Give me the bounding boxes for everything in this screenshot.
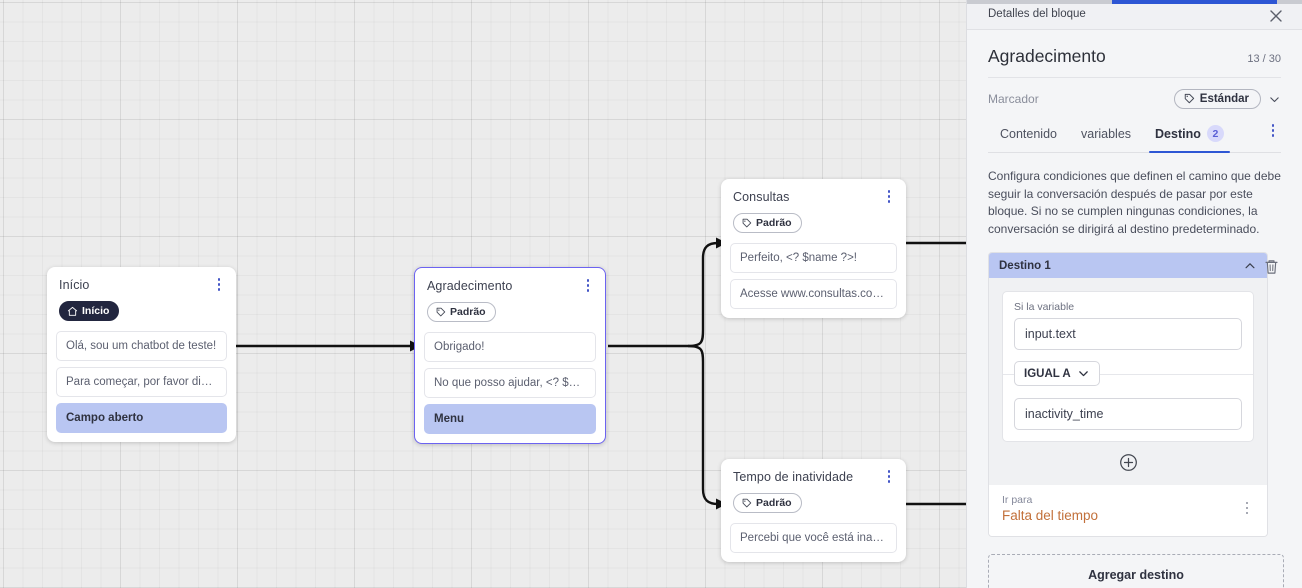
- character-count: 13 / 30: [1247, 53, 1281, 65]
- node-header: Consultas Padrão: [721, 179, 906, 243]
- node-header: Tempo de inatividade Padrão: [721, 459, 906, 523]
- chevron-up-icon[interactable]: [1243, 259, 1257, 273]
- node-menu-icon[interactable]: [581, 279, 595, 295]
- marker-label: Marcador: [988, 92, 1039, 106]
- marker-row: Marcador Estándar: [988, 78, 1281, 118]
- plus-circle-icon: [1119, 454, 1137, 471]
- kebab-menu-icon[interactable]: [1240, 501, 1254, 518]
- destination-card: Destino 1 Si la variable IGUAL A: [988, 252, 1268, 537]
- node-message[interactable]: No que posso ajudar, <? $name ...: [424, 367, 596, 398]
- node-menu-icon[interactable]: [882, 470, 896, 486]
- destination-card-header[interactable]: Destino 1: [989, 253, 1267, 278]
- condition-variable-label: Si la variable: [1014, 301, 1075, 313]
- block-title-row: Agradecimento 13 / 30: [988, 30, 1281, 78]
- flow-node-agradecimento[interactable]: Agradecimento Padrão Obrigado! No que po…: [414, 267, 606, 444]
- condition-operator-select[interactable]: IGUAL A: [1014, 361, 1100, 386]
- progress-bar-fill: [1112, 0, 1277, 4]
- home-icon: [67, 306, 78, 316]
- node-tag-badge: Padrão: [427, 302, 496, 322]
- panel-header: Detalles del bloque: [967, 4, 1302, 30]
- node-message[interactable]: Acesse www.consultas.com par...: [730, 278, 897, 309]
- flow-canvas[interactable]: Início Início Olá, sou um chatbot de tes…: [0, 0, 966, 588]
- flow-node-tempo-de-inatividade[interactable]: Tempo de inatividade Padrão Percebi que …: [721, 459, 906, 562]
- node-message[interactable]: Para começar, por favor digite o ...: [56, 366, 227, 397]
- node-messages: Percebi que você está inativo. C...: [721, 522, 906, 562]
- node-message[interactable]: Olá, sou um chatbot de teste!: [56, 330, 227, 361]
- node-tag-badge: Padrão: [733, 213, 802, 233]
- node-tag-badge: Início: [59, 301, 120, 321]
- flow-edges: [236, 237, 966, 510]
- condition-comparison-input[interactable]: [1014, 398, 1242, 430]
- destination-title: Destino 1: [999, 259, 1051, 272]
- node-message[interactable]: Percebi que você está inativo. C...: [730, 522, 897, 553]
- chevron-down-icon[interactable]: [1268, 93, 1281, 106]
- node-messages: Perfeito, <? $name ?>! Acesse www.consul…: [721, 242, 906, 318]
- progress-bar: [967, 0, 1302, 4]
- flow-node-inicio[interactable]: Início Início Olá, sou um chatbot de tes…: [47, 267, 236, 442]
- tag-icon: [742, 498, 752, 507]
- tab-label: variables: [1081, 126, 1132, 141]
- tab-label: Contenido: [1000, 126, 1057, 141]
- tag-icon: [436, 307, 446, 316]
- node-message-highlighted[interactable]: Menu: [424, 403, 596, 434]
- add-condition-button[interactable]: [989, 442, 1267, 485]
- node-title: Tempo de inatividade: [733, 470, 854, 484]
- goto-destination-row[interactable]: Ir para Falta del tiempo: [989, 485, 1267, 536]
- marker-value: Estándar: [1199, 93, 1249, 105]
- node-messages: Olá, sou um chatbot de teste! Para começ…: [47, 330, 236, 442]
- node-tag-label: Padrão: [756, 217, 792, 229]
- kebab-menu-icon[interactable]: [1265, 124, 1281, 142]
- panel-tabs: Contenido variables Destino 2: [988, 118, 1281, 153]
- block-details-panel: Detalles del bloque Agradecimento 13 / 3…: [966, 0, 1302, 588]
- node-message[interactable]: Perfeito, <? $name ?>!: [730, 242, 897, 273]
- goto-texts: Ir para Falta del tiempo: [1002, 494, 1098, 525]
- tab-badge-count: 2: [1206, 125, 1224, 142]
- block-name: Agradecimento: [988, 46, 1106, 66]
- tag-icon: [1184, 93, 1194, 104]
- tab-variables[interactable]: variables: [1069, 120, 1143, 151]
- tab-destino[interactable]: Destino 2: [1143, 118, 1236, 153]
- condition-operator-row: IGUAL A: [1003, 361, 1253, 387]
- destination-description: Configura condiciones que definen el cam…: [988, 169, 1281, 236]
- tab-label: Destino: [1155, 126, 1201, 141]
- trash-icon[interactable]: [1263, 258, 1281, 278]
- goto-label: Ir para: [1002, 494, 1033, 506]
- destination-section: Destino 1 Si la variable IGUAL A: [988, 252, 1284, 588]
- add-destination-button[interactable]: Agregar destino: [988, 554, 1284, 588]
- node-title: Consultas: [733, 190, 790, 204]
- flow-node-consultas[interactable]: Consultas Padrão Perfeito, <? $name ?>! …: [721, 179, 906, 318]
- marker-select[interactable]: Estándar: [1173, 89, 1281, 109]
- node-menu-icon[interactable]: [212, 278, 226, 294]
- condition-variable-input[interactable]: [1014, 318, 1242, 350]
- node-tag-label: Padrão: [756, 497, 792, 509]
- node-menu-icon[interactable]: [882, 190, 896, 206]
- node-header: Agradecimento Padrão: [415, 268, 605, 332]
- node-message[interactable]: Obrigado!: [424, 331, 596, 362]
- node-message-highlighted[interactable]: Campo aberto: [56, 402, 227, 433]
- close-icon[interactable]: [1266, 6, 1286, 26]
- node-tag-label: Início: [82, 305, 110, 317]
- panel-header-title: Detalles del bloque: [988, 8, 1086, 20]
- node-tag-badge: Padrão: [733, 493, 802, 513]
- panel-body: Agradecimento 13 / 30 Marcador Estándar: [967, 30, 1302, 588]
- tab-contenido[interactable]: Contenido: [988, 120, 1069, 151]
- tag-icon: [742, 218, 752, 227]
- node-title: Agradecimento: [427, 279, 513, 293]
- node-tag-label: Padrão: [450, 306, 486, 318]
- node-title: Início: [59, 278, 90, 292]
- node-messages: Obrigado! No que posso ajudar, <? $name …: [415, 331, 605, 443]
- goto-value: Falta del tiempo: [1002, 508, 1099, 523]
- node-header: Início Início: [47, 267, 236, 331]
- condition-box: Si la variable IGUAL A: [1002, 291, 1254, 442]
- condition-operator-value: IGUAL A: [1024, 367, 1071, 380]
- chevron-down-icon: [1078, 371, 1088, 377]
- marker-pill[interactable]: Estándar: [1173, 89, 1261, 109]
